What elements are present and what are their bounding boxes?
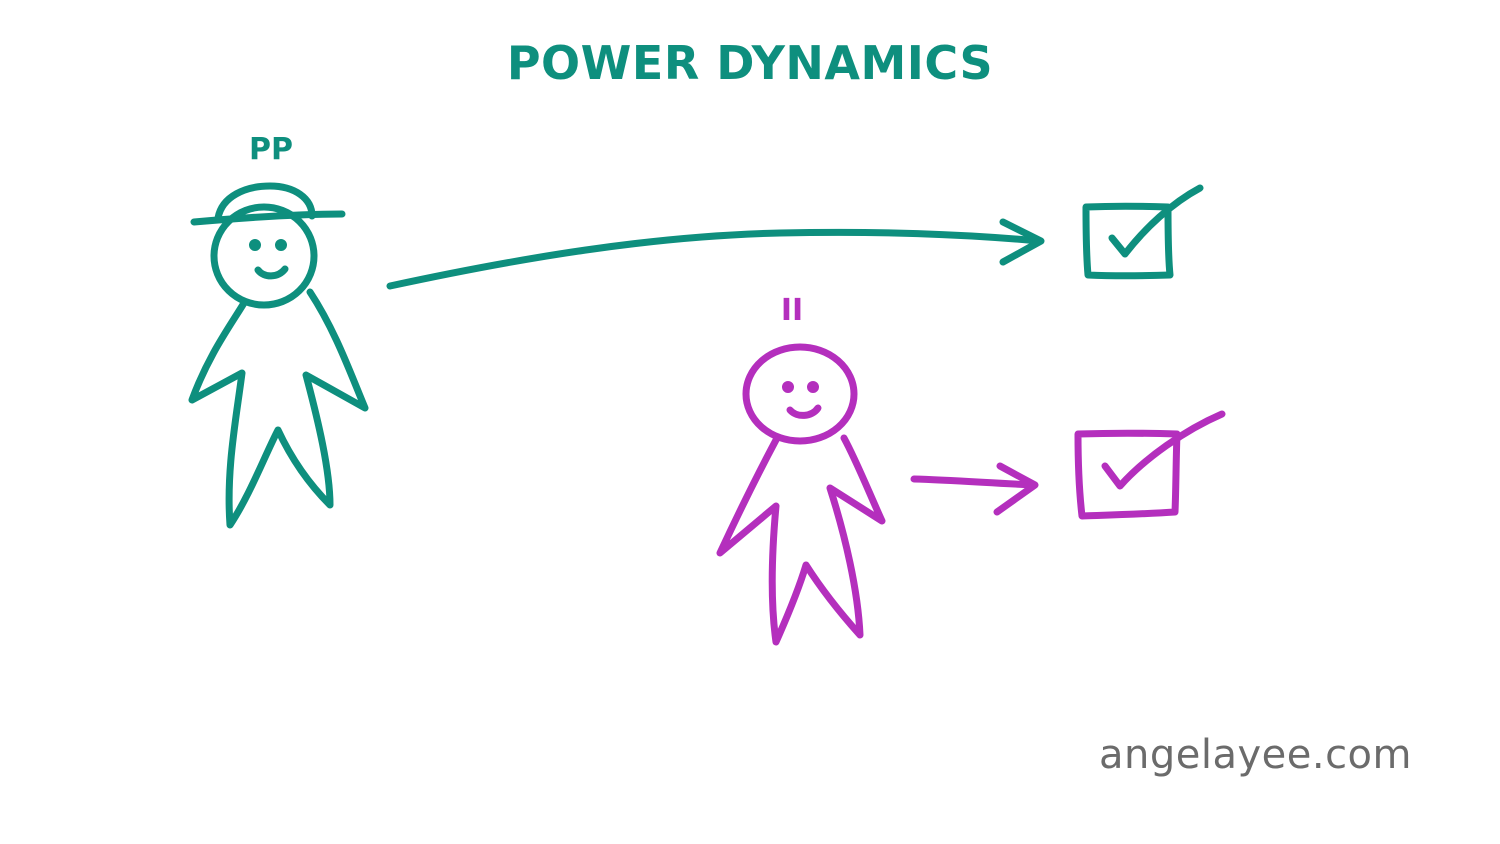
figure-label-ii: II bbox=[780, 293, 804, 328]
head-ii bbox=[742, 343, 858, 445]
head-pp bbox=[210, 203, 318, 309]
checkbox-ii bbox=[1074, 410, 1226, 520]
hat-crown bbox=[214, 182, 316, 222]
figure-ii bbox=[716, 343, 886, 646]
checkbox-pp bbox=[1082, 184, 1204, 280]
body-pp bbox=[188, 288, 369, 529]
arrow-pp bbox=[386, 218, 1045, 290]
eye-left-pp bbox=[249, 239, 261, 251]
checkmark-pp bbox=[1108, 184, 1204, 258]
website-footer: angelayee.com bbox=[1098, 732, 1412, 778]
figure-label-pp: PP bbox=[249, 132, 293, 167]
eye-right-ii bbox=[807, 381, 819, 393]
eye-left-ii bbox=[782, 381, 794, 393]
figure-pp bbox=[188, 182, 369, 529]
smile-ii bbox=[786, 404, 822, 419]
hat-icon bbox=[190, 210, 346, 226]
smile-pp bbox=[254, 265, 289, 280]
page-title: POWER DYNAMICS bbox=[506, 36, 994, 90]
body-ii bbox=[716, 434, 886, 646]
eye-right-pp bbox=[275, 239, 287, 251]
arrow-ii bbox=[910, 462, 1039, 516]
checkmark-ii bbox=[1101, 410, 1226, 490]
